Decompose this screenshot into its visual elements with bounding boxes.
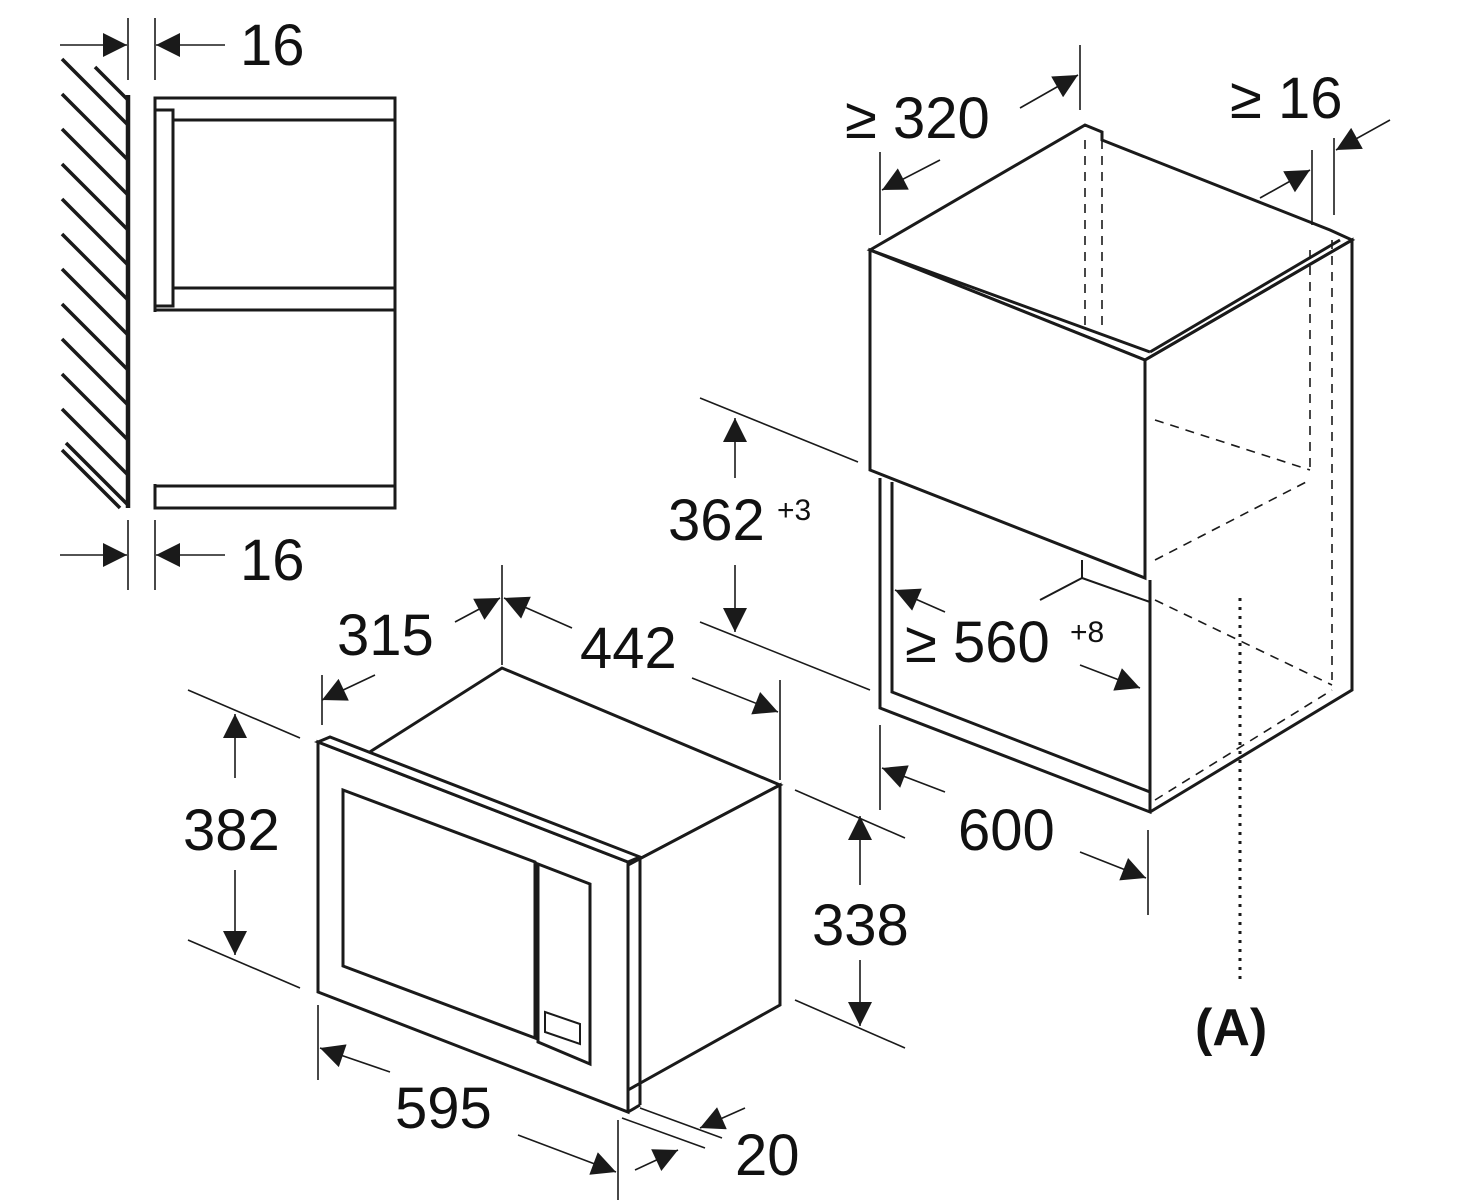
microwave-drawing: 315 442 382 338 595 20: [183, 565, 909, 1200]
control-panel: [536, 861, 592, 1067]
callout-label-a: (A): [1195, 999, 1267, 1057]
dim-width-595: 595: [395, 1076, 492, 1141]
dim-niche-height-tolerance: +3: [777, 494, 811, 527]
dim-side-gap-min-16: ≥ 16: [1230, 66, 1342, 131]
dim-bottom-gap: 16: [240, 528, 305, 593]
dim-depth-315: 315: [337, 603, 434, 668]
cabinet-section: [153, 96, 397, 510]
dim-depth-min-320: ≥ 320: [845, 86, 990, 151]
dim-height-338: 338: [812, 893, 909, 958]
dim-top-gap: 16: [240, 13, 305, 78]
dim-niche-height-362: 362: [668, 488, 765, 553]
side-section-view: 16 16: [60, 13, 397, 593]
dim-height-382: 382: [183, 798, 280, 863]
display-panel: [544, 1010, 581, 1046]
upper-cabinet-front: [868, 247, 1147, 581]
dim-niche-width-tolerance: +8: [1070, 616, 1104, 649]
dim-cabinet-width-600: 600: [958, 798, 1055, 863]
cabinet-niche-drawing: (A) ≥ 320 ≥ 16 362 +3 ≥ 560 +8 600: [668, 45, 1391, 1057]
dim-niche-width-min-560: ≥ 560: [905, 610, 1050, 675]
wall-hatching: [60, 57, 130, 510]
dim-frame-20: 20: [735, 1123, 800, 1188]
door-window: [341, 787, 537, 1041]
dim-width-442: 442: [580, 616, 677, 681]
